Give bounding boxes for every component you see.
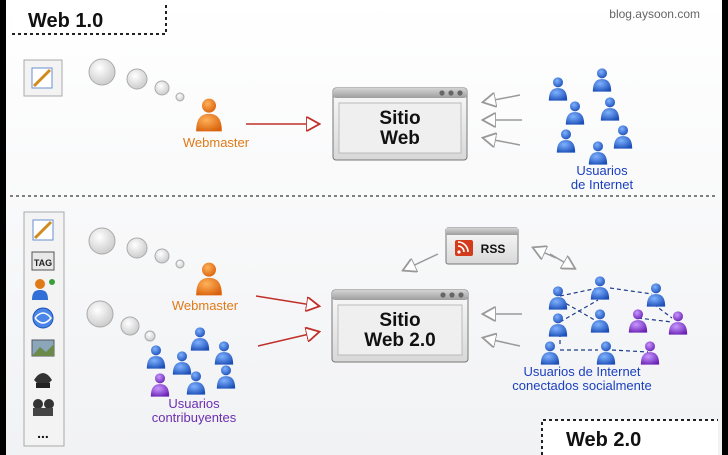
web2-site-label-line2: Web 2.0 xyxy=(364,330,435,351)
photo-icon xyxy=(31,339,55,357)
web2-webmaster-label: Webmaster xyxy=(172,298,239,313)
tag-icon-label: TAG xyxy=(34,258,52,268)
edit-icon xyxy=(31,67,53,89)
rss-feed-box: RSS xyxy=(445,227,519,265)
thought-bubbles-web2-lower xyxy=(86,300,156,342)
web1-site-label-line2: Web xyxy=(380,128,420,149)
video-icon xyxy=(33,399,54,416)
source-label: blog.aysoon.com xyxy=(609,7,700,21)
web2-site-window: Sitio Web 2.0 xyxy=(331,289,469,363)
rss-arrows xyxy=(404,248,574,270)
web1-users-label-line1: Usuarios xyxy=(576,163,628,178)
thought-bubbles-web2-upper xyxy=(88,227,185,269)
web1-site-label-line1: Sitio xyxy=(379,108,420,129)
web2-toolbar: TAG ... xyxy=(23,211,65,447)
web2-user-arrows xyxy=(484,314,522,346)
web2-site-label-line1: Sitio xyxy=(379,310,420,331)
more-icon: ... xyxy=(37,425,49,441)
thought-bubbles-web1 xyxy=(88,58,185,102)
web1-site-window: Sitio Web xyxy=(332,87,468,161)
web2-social-users-label-line2: conectados socialmente xyxy=(512,378,651,393)
web1-title-box: Web 1.0 xyxy=(12,4,168,35)
rss-icon xyxy=(455,240,473,256)
browser-icon xyxy=(32,307,54,329)
edit-icon xyxy=(32,219,54,241)
arrow-webmaster-to-site2 xyxy=(255,295,318,306)
web1-editor-tile xyxy=(23,59,63,97)
tag-icon: TAG xyxy=(31,251,55,271)
web2-title-box: Web 2.0 xyxy=(541,419,718,455)
arrow-contributors-to-site2 xyxy=(257,332,318,347)
web2-contributors-label-line1: Usuarios xyxy=(168,396,220,411)
web1-title: Web 1.0 xyxy=(28,10,103,32)
web2-contributors-label-line2: contribuyentes xyxy=(152,410,237,425)
web1-user-arrows xyxy=(484,95,522,145)
rss-label: RSS xyxy=(481,242,506,256)
web2-title: Web 2.0 xyxy=(566,429,641,451)
phone-icon xyxy=(34,373,52,388)
web1-webmaster-label: Webmaster xyxy=(183,135,250,150)
web1-users-label-line2: de Internet xyxy=(571,177,634,192)
web2-social-users-label-line1: Usuarios de Internet xyxy=(523,364,640,379)
users-share-icon xyxy=(32,279,55,300)
